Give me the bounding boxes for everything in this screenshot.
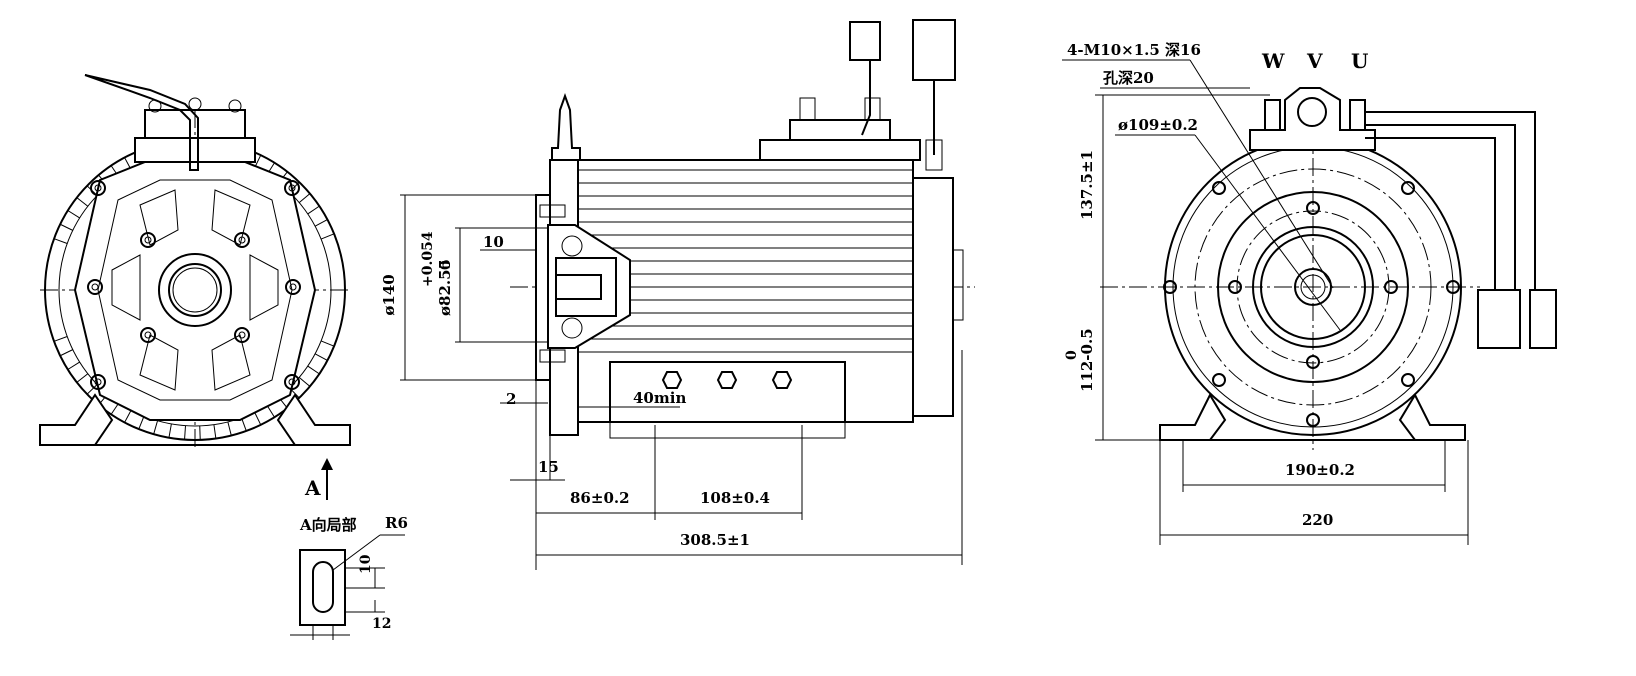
side-view: ø140 ø82.55 +0.054 0 10 2 40min 15 86±0.… [380,19,975,570]
dim-face-width: 15 [538,458,559,476]
dim-slot-height: 12 [372,616,391,632]
dim-bolt-circle: ø109±0.2 [1118,116,1198,134]
cooling-ribs [53,140,335,440]
dim-foot-hole-spacing: 190±0.2 [1285,461,1355,479]
dim-overall-length: 308.5±1 [680,531,750,549]
rear-bolt-holes [1163,181,1460,427]
dim-center-height-upper: 137.5±1 [1078,150,1096,220]
phase-label-u: U [1351,49,1368,73]
dim-foot-span: 108±0.4 [700,489,770,507]
dim-center-height-lower: 112-0.5 [1078,328,1096,392]
dim-foot-width: 220 [1302,511,1333,529]
dim-slot-radius: R6 [385,514,408,532]
view-arrow-label: A [304,476,321,500]
cooling-fins [578,169,913,353]
phase-label-w: W [1261,49,1285,73]
dim-pilot-depth: 10 [483,233,504,251]
dim-slot-width: 10 [358,554,374,574]
partial-view-a: A A向局部 R6 10 12 [290,458,408,640]
dim-hole-depth: 孔深20 [1103,69,1154,87]
dim-clearance: 40min [633,389,686,407]
dim-mount-holes: 4-M10×1.5 深16 [1067,41,1201,59]
dim-flange-offset: 2 [506,390,516,408]
dim-pilot-dia: ø82.55 [436,259,454,316]
partial-view-label: A向局部 [299,516,357,534]
dim-pilot-tol-lower: 0 [438,260,454,270]
dim-center-height-lower-tol: 0 [1064,350,1080,360]
dim-pilot-tol-upper: +0.054 [420,231,436,287]
phase-label-v: V [1306,49,1323,73]
cable-glands [661,371,793,389]
dim-foot-offset: 86±0.2 [570,489,630,507]
rear-view: W V U 4-M10×1.5 深16 孔深20 ø109±0.2 137.5±… [1062,41,1557,545]
front-view [39,74,351,450]
dim-flange-dia: ø140 [380,274,398,315]
front-bolt-holes [87,180,301,390]
